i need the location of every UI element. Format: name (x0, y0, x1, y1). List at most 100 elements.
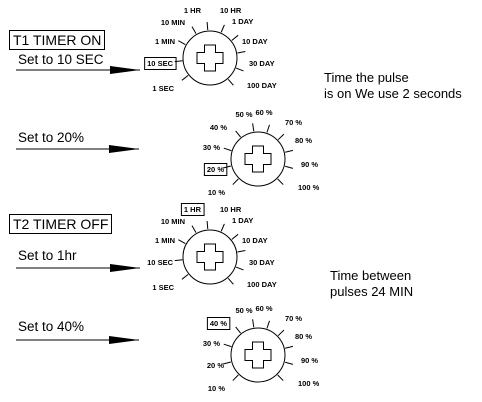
dial-tick-1-hr (206, 220, 209, 230)
dial-label-60: 60 % (255, 304, 272, 313)
t2-set-instruction: Set to 1hr (18, 248, 77, 263)
dial-label-30-day: 30 DAY (249, 258, 275, 267)
dial-label-80: 80 % (295, 332, 312, 341)
note-pulse-on: Time the pulse is on We use 2 seconds (324, 70, 462, 102)
dial-knob-cross (196, 243, 224, 271)
dial-label-90: 90 % (301, 160, 318, 169)
dial-tick-100 (277, 178, 284, 185)
dial-label-1-min: 1 MIN (155, 37, 175, 46)
dial-label-30: 30 % (203, 143, 220, 152)
dial-label-70: 70 % (285, 118, 302, 127)
dial-tick-30-day (235, 67, 244, 72)
t2-timer-off-title: T2 TIMER OFF (9, 214, 113, 234)
note-pulse-on-line1: Time the pulse (324, 70, 409, 85)
dial-tick-1-min (178, 239, 186, 244)
note-pulse-on-line2: is on We use 2 seconds (324, 86, 462, 101)
dial-label-60: 60 % (255, 108, 272, 117)
dial-tick-100 (277, 374, 284, 381)
dial-tick-30-day (235, 266, 244, 271)
dial-selected-box (206, 317, 231, 330)
dial-label-70: 70 % (285, 314, 302, 323)
dial-selected-box (180, 203, 205, 216)
dial-tick-10-hr (220, 24, 225, 33)
dial-knob-cross (196, 44, 224, 72)
dial-label-20: 20 % (207, 165, 224, 174)
dial-tick-1-sec (181, 74, 189, 81)
t2-percent-dial: 10 % 20 % 30 % 40 % 50 %60 % 70 % 80 % 90 % 100 … (203, 304, 320, 393)
dial-label-20: 20 % (207, 361, 224, 370)
dial-tick-70 (277, 329, 285, 337)
dial-tick-10-min (191, 26, 197, 34)
dial-label-1-day: 1 DAY (232, 17, 253, 26)
t1-timer-on-title: T1 TIMER ON (9, 30, 106, 50)
dial-tick-30 (223, 343, 232, 348)
dial-tick-20 (222, 361, 231, 365)
dial-ring (230, 327, 286, 383)
dial-tick-100-day (227, 78, 234, 86)
dial-selected-box (203, 163, 228, 176)
t1-set-instruction: Set to 10 SEC (18, 52, 104, 67)
dial-label-90: 90 % (301, 356, 318, 365)
dial-label-100: 100 % (298, 183, 320, 192)
dial-tick-80 (285, 345, 294, 349)
dial-label-1-sec: 1 SEC (152, 84, 174, 93)
t1-percent-dial: 10 % 20 % 30 % 40 % 50 %60 % 70 % 80 % 90 % 100 … (203, 108, 320, 197)
dial-tick-10 (232, 374, 239, 381)
dial-tick-90 (285, 361, 294, 365)
dial-tick-50 (252, 319, 255, 328)
dial-label-1-hr: 1 HR (184, 205, 202, 214)
dial-label-1-day: 1 DAY (232, 216, 253, 225)
dial-tick-60 (266, 320, 270, 329)
dial-ring (182, 30, 238, 86)
dial-tick-1-day (231, 233, 239, 240)
dial-label-10-sec: 10 SEC (147, 59, 173, 68)
dial-label-50: 50 % (235, 110, 252, 119)
dial-tick-10-sec (174, 259, 183, 262)
dial-label-10-day: 10 DAY (242, 37, 268, 46)
t1-time-dial: 1 SEC 10 SEC 1 MIN 10 MIN 1 HR 10 HR 1 DAY 10 D… (144, 6, 277, 93)
dial-selected-box (144, 57, 177, 70)
dial-label-1-min: 1 MIN (155, 236, 175, 245)
dial-label-100-day: 100 DAY (247, 280, 277, 289)
dial-label-50: 50 % (235, 306, 252, 315)
dial-ring (182, 229, 238, 285)
dial-label-10-day: 10 DAY (242, 236, 268, 245)
dial-tick-10-hr (220, 223, 225, 232)
dial-label-30-day: 30 DAY (249, 59, 275, 68)
note-pulse-between-line1: Time between (330, 268, 412, 283)
dial-label-10: 10 % (208, 188, 225, 197)
dial-knob-cross (244, 145, 272, 173)
dial-ring (230, 131, 286, 187)
t1-percent-instruction: Set to 20% (18, 130, 85, 145)
t2-percent-instruction: Set to 40% (18, 319, 85, 334)
dial-label-10-min: 10 MIN (161, 18, 185, 27)
dial-label-10-hr: 10 HR (220, 205, 242, 214)
dial-tick-10 (232, 178, 239, 185)
dial-tick-80 (285, 149, 294, 153)
dial-knob-cross (244, 341, 272, 369)
dial-label-1-hr: 1 HR (184, 6, 202, 15)
dial-tick-70 (277, 133, 285, 141)
dial-label-10: 10 % (208, 384, 225, 393)
dial-label-100: 100 % (298, 379, 320, 388)
dial-label-80: 80 % (295, 136, 312, 145)
dial-label-1-sec: 1 SEC (152, 283, 174, 292)
dial-tick-1-min (178, 40, 186, 45)
dial-tick-90 (285, 165, 294, 169)
dial-tick-40 (235, 130, 242, 138)
dial-tick-1-sec (181, 273, 189, 280)
t2-time-dial: 1 SEC 10 SEC 1 MIN 10 MIN 1 HR 10 HR 1 DAY 10 D… (147, 203, 277, 292)
dial-label-40: 40 % (210, 319, 227, 328)
dial-label-100-day: 100 DAY (247, 81, 277, 90)
dial-label-40: 40 % (210, 123, 227, 132)
note-pulse-between-line2: pulses 24 MIN (330, 284, 414, 299)
dial-label-10-hr: 10 HR (220, 6, 242, 15)
dial-tick-60 (266, 124, 270, 133)
dial-tick-10-day (237, 250, 246, 253)
dial-label-30: 30 % (203, 339, 220, 348)
dial-tick-1-hr (206, 21, 209, 31)
dial-label-10-min: 10 MIN (161, 217, 185, 226)
dial-tick-40 (235, 326, 242, 334)
dial-label-10-sec: 10 SEC (147, 258, 173, 267)
